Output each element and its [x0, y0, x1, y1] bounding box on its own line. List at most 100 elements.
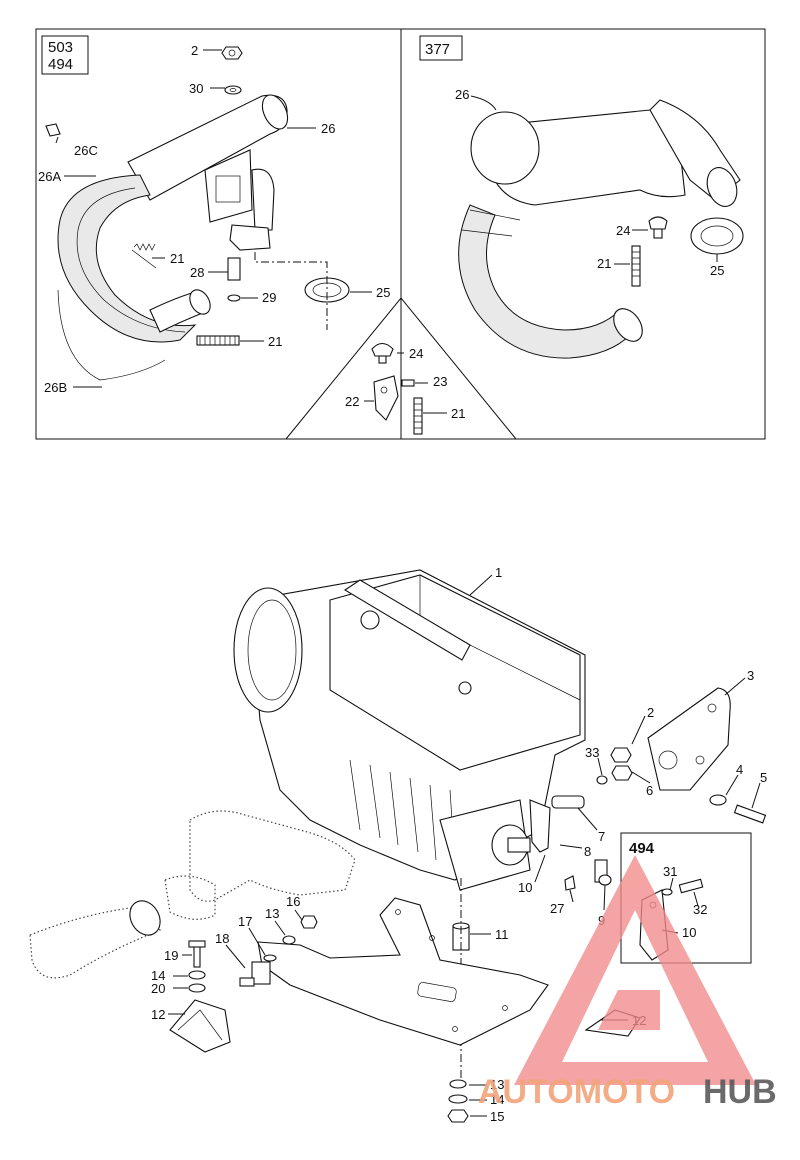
callout-2: 2	[191, 43, 198, 58]
exhaust-assembly-503-494	[45, 46, 350, 381]
support-plate-part	[257, 897, 549, 1046]
callout-26: 26	[455, 87, 469, 102]
adapter-plate-part	[647, 687, 731, 791]
callout-22: 22	[345, 394, 359, 409]
bolt-part	[193, 944, 201, 968]
rubber-mount-part	[227, 257, 241, 281]
model-label-377: 377	[425, 41, 450, 58]
grommet-part	[371, 342, 394, 357]
callout-5: 5	[760, 770, 767, 785]
clip-part	[564, 875, 576, 891]
watermark-text-hub: HUB	[703, 1073, 777, 1111]
model-box-377: 377	[419, 35, 463, 61]
washer-part	[448, 1094, 468, 1104]
callout-1: 1	[495, 565, 502, 580]
washer-part	[449, 1079, 467, 1089]
coolant-pipe	[343, 579, 471, 661]
engine-support-plate	[257, 897, 549, 1046]
inset-model-label: 494	[629, 840, 655, 857]
callout-4: 4	[736, 762, 743, 777]
callout-8: 8	[584, 844, 591, 859]
grommet-part	[227, 294, 241, 302]
callouts-engine: 1 3 2 33 4 5 6 7 8 10 27 9 11 16 13 17 1…	[151, 565, 767, 1124]
callout-14: 14	[490, 1092, 504, 1107]
frame-377	[400, 28, 766, 440]
callout-13: 13	[265, 906, 279, 921]
tail-pipe-part	[458, 204, 631, 359]
callout-12: 12	[151, 1007, 165, 1022]
callout-7: 7	[598, 829, 605, 844]
model-label-503: 503	[48, 39, 73, 56]
washer-part	[188, 970, 206, 980]
leaders-triangle	[364, 352, 447, 414]
callouts-503-494: 2 30 26 26C 26A 21 28 29 25 21 26B	[38, 43, 390, 395]
engine-mount-bracket	[169, 999, 231, 1053]
stud-part	[251, 961, 271, 985]
nut-part	[447, 1109, 469, 1123]
pto-shaft	[507, 837, 531, 853]
callout-30: 30	[189, 81, 203, 96]
bolt-part	[401, 379, 415, 387]
grommet-part	[648, 216, 668, 230]
callout-26: 26	[321, 121, 335, 136]
callout-16: 16	[286, 894, 300, 909]
callout-24: 24	[616, 223, 630, 238]
watermark-text: AUTOMOTO HUB	[478, 1073, 777, 1111]
clip-part	[45, 123, 61, 137]
crankcase	[439, 799, 531, 891]
cooling-fins	[349, 759, 456, 867]
callout-10: 10	[518, 880, 532, 895]
callout-21: 21	[170, 251, 184, 266]
callout-15: 15	[490, 1109, 504, 1124]
callout-6: 6	[646, 783, 653, 798]
callout-32: 32	[693, 902, 707, 917]
right-side-hardware	[529, 687, 767, 891]
bottom-mount-hardware	[447, 1079, 469, 1123]
callout-33: 33	[585, 745, 599, 760]
watermark-text-automoto: AUTOMOTO	[478, 1073, 675, 1111]
callout-10: 10	[682, 925, 696, 940]
callout-27: 27	[550, 901, 564, 916]
heat-shield-part	[57, 289, 166, 381]
spring-part	[131, 243, 157, 269]
bushing-part	[551, 795, 585, 809]
muffler-bracket	[204, 149, 253, 223]
callouts-triangle: 24 23 22 21	[345, 346, 465, 421]
gasket-part	[690, 217, 744, 255]
recoil-housing	[233, 587, 303, 713]
washer-part	[709, 794, 727, 806]
nut-part	[221, 46, 243, 60]
spacer-part	[188, 983, 206, 993]
callout-14: 14	[151, 968, 165, 983]
callout-25: 25	[710, 263, 724, 278]
callout-26b: 26B	[44, 380, 67, 395]
callout-23: 23	[433, 374, 447, 389]
triangle-logo-inner-icon	[598, 990, 660, 1030]
bolt-part	[733, 804, 767, 824]
bracket-part	[529, 799, 551, 853]
exhaust-manifold-outline	[189, 810, 356, 902]
callouts-377: 26 24 21 25	[455, 87, 724, 278]
callout-28: 28	[190, 265, 204, 280]
callout-19: 19	[164, 948, 178, 963]
leaders-377	[470, 95, 718, 265]
bolt-part	[678, 878, 704, 894]
nut-part	[300, 915, 318, 929]
model-label-494: 494	[48, 56, 73, 73]
callout-21: 21	[268, 334, 282, 349]
callout-26a: 26A	[38, 169, 61, 184]
panel-frames	[35, 28, 766, 440]
model-box-503-494: 503 494	[41, 35, 89, 75]
leaders-503-494	[55, 49, 372, 388]
callout-3: 3	[747, 668, 754, 683]
callout-18: 18	[215, 931, 229, 946]
nut-part	[610, 747, 632, 763]
callout-26c: 26C	[74, 143, 98, 158]
callout-20: 20	[151, 981, 165, 996]
lock-washer-part	[596, 775, 608, 785]
nut-part	[611, 765, 633, 781]
left-mount-hardware	[169, 915, 318, 1053]
callout-2: 2	[647, 705, 654, 720]
